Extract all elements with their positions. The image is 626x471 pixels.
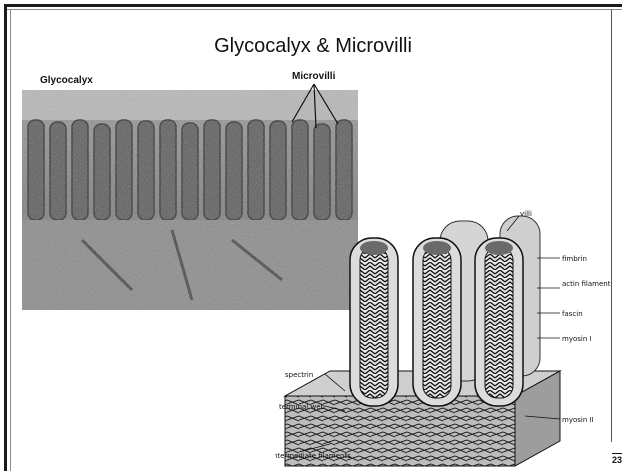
diagram-label-actin-filament: actin filament: [562, 280, 611, 288]
diagram-label-spectrin: spectrin: [285, 371, 313, 379]
diagram-label-fimbrin: fimbrin: [562, 255, 587, 263]
slide-frame-left-inner: [10, 10, 11, 471]
diagram-label-myosin-i: myosin I: [562, 335, 592, 343]
slide-title: Glycocalyx & Microvilli: [0, 35, 626, 58]
diagram-label-villi: villi: [520, 210, 532, 218]
diagram-label-terminal-web: terminal web: [279, 403, 325, 411]
diagram-label-fascin: fascin: [562, 310, 583, 318]
slide-frame-top-inner: [4, 9, 622, 10]
glycocalyx-label: Glycocalyx: [40, 75, 93, 86]
microvilli-label: Microvilli: [292, 71, 335, 82]
microvilli-structure-diagram: villi fimbrin actin filament fascin myos…: [275, 206, 615, 471]
slide-page-number: 23: [612, 453, 622, 465]
diagram-label-myosin-ii: myosin II: [562, 416, 594, 424]
diagram-label-intermediate-filaments: intermediate filaments: [275, 452, 351, 460]
slide-frame-left: [4, 4, 7, 471]
slide-frame-top: [4, 4, 622, 7]
